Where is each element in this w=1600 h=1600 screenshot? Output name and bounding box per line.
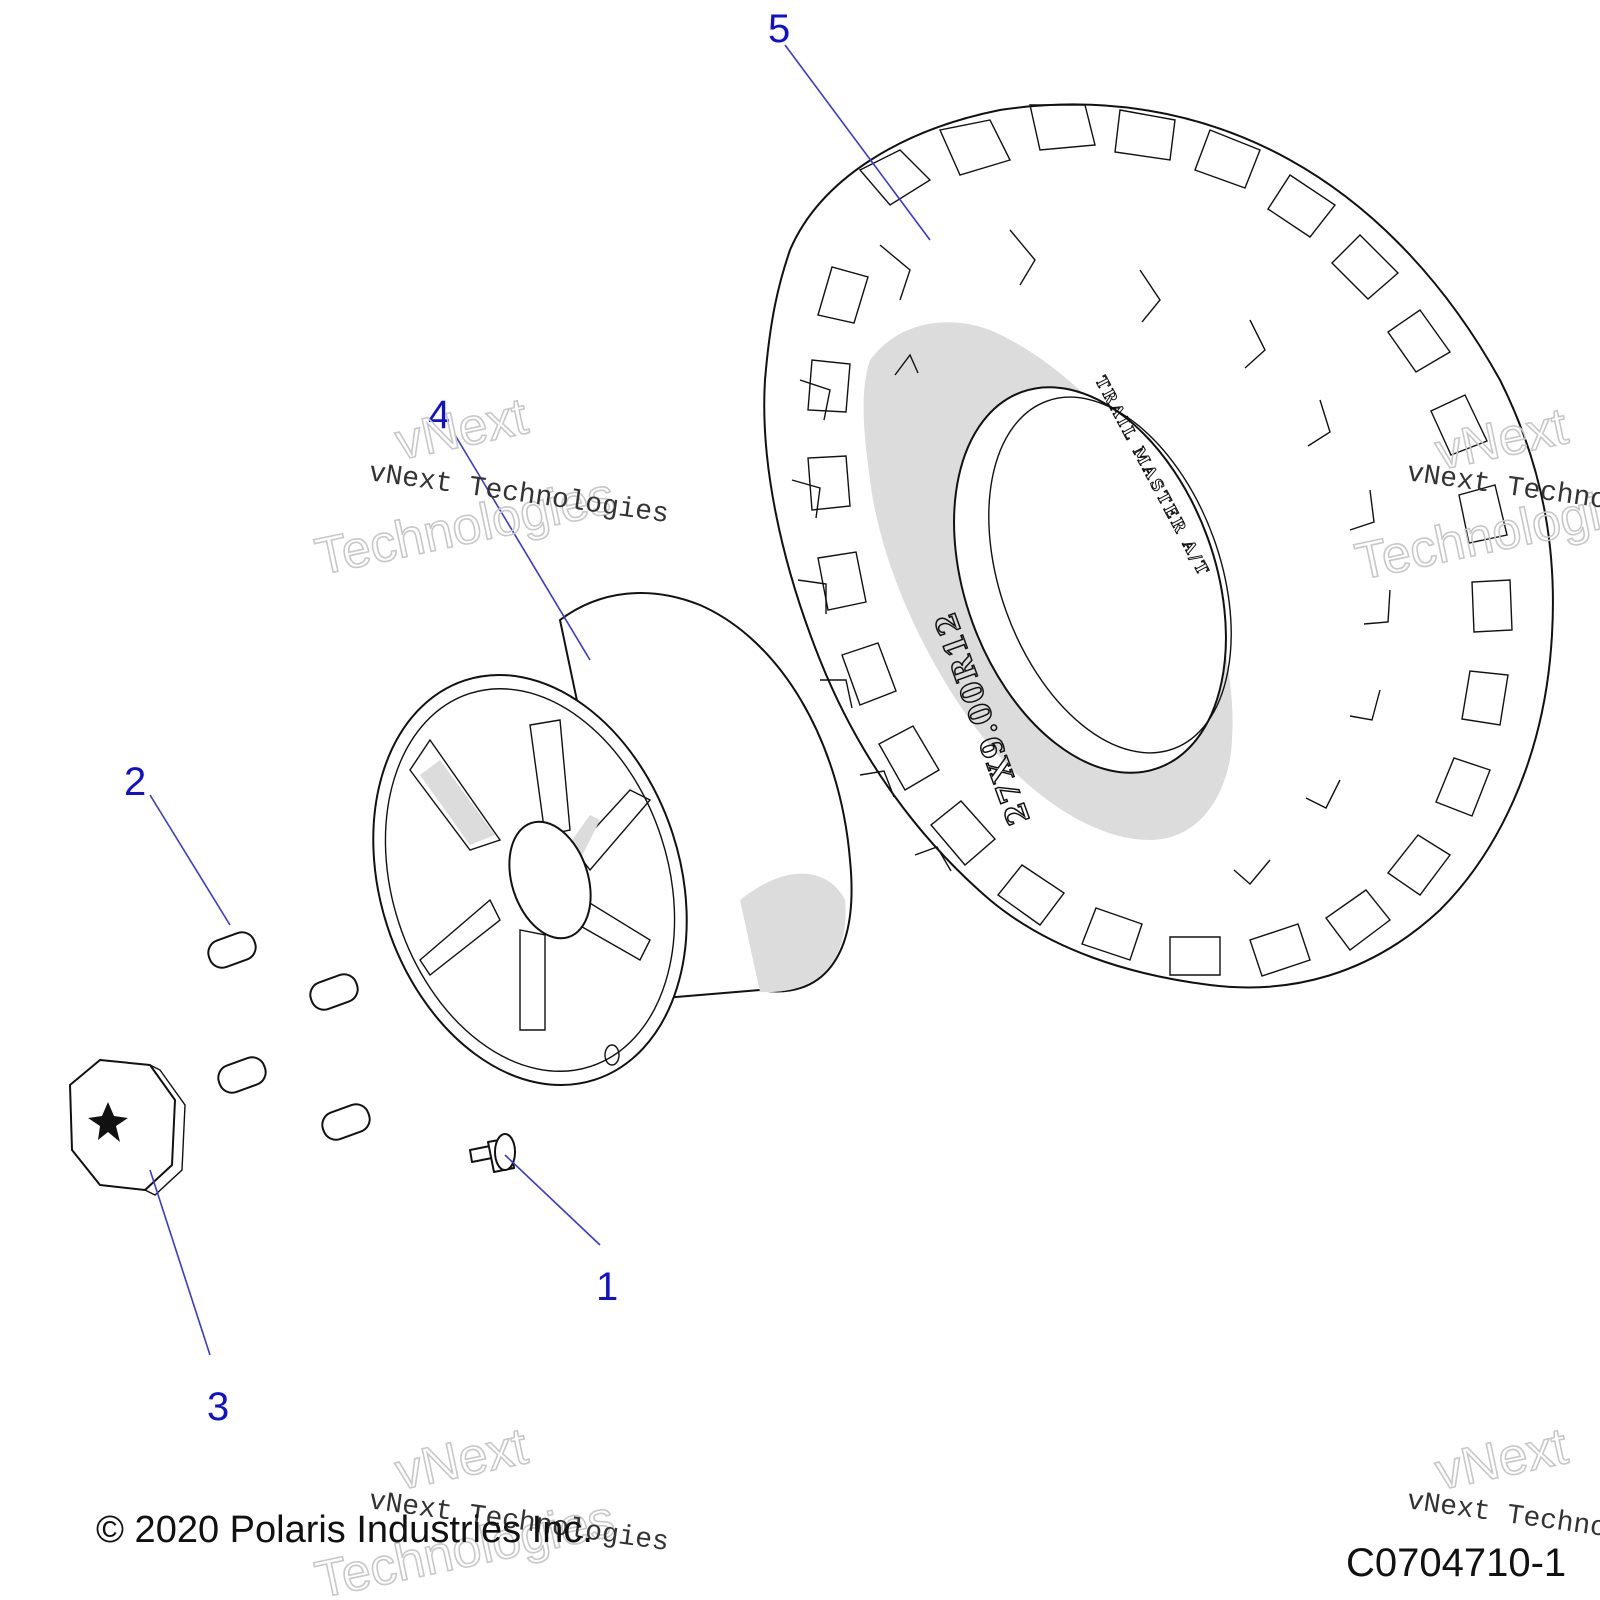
callout-5: 5 xyxy=(768,7,790,51)
callout-2: 2 xyxy=(124,760,146,804)
svg-text:vNext: vNext xyxy=(1430,1417,1573,1501)
valve-stem-drawing xyxy=(469,1133,516,1173)
callout-1: 1 xyxy=(596,1265,618,1309)
lug-nuts-drawing xyxy=(207,931,371,1141)
svg-text:vNext: vNext xyxy=(390,387,533,471)
svg-text:vNext: vNext xyxy=(390,1417,533,1501)
leader-lines xyxy=(149,44,931,1356)
callout-3: 3 xyxy=(207,1385,229,1429)
tire-drawing: 27X9.00R12 TRAIL MASTER A/T xyxy=(763,103,1554,989)
figure-id: C0704710-1 xyxy=(1346,1541,1566,1585)
watermark-top-left: vNext Technologies vNext Technologies xyxy=(310,386,671,587)
wheel-rim-drawing xyxy=(372,592,853,1087)
watermark-bottom-right: vNext vNext Technologies xyxy=(1405,1416,1600,1559)
callout-4: 4 xyxy=(428,393,450,437)
center-cap-drawing xyxy=(69,1059,186,1196)
copyright-notice: © 2020 Polaris Industries Inc. xyxy=(96,1509,593,1551)
